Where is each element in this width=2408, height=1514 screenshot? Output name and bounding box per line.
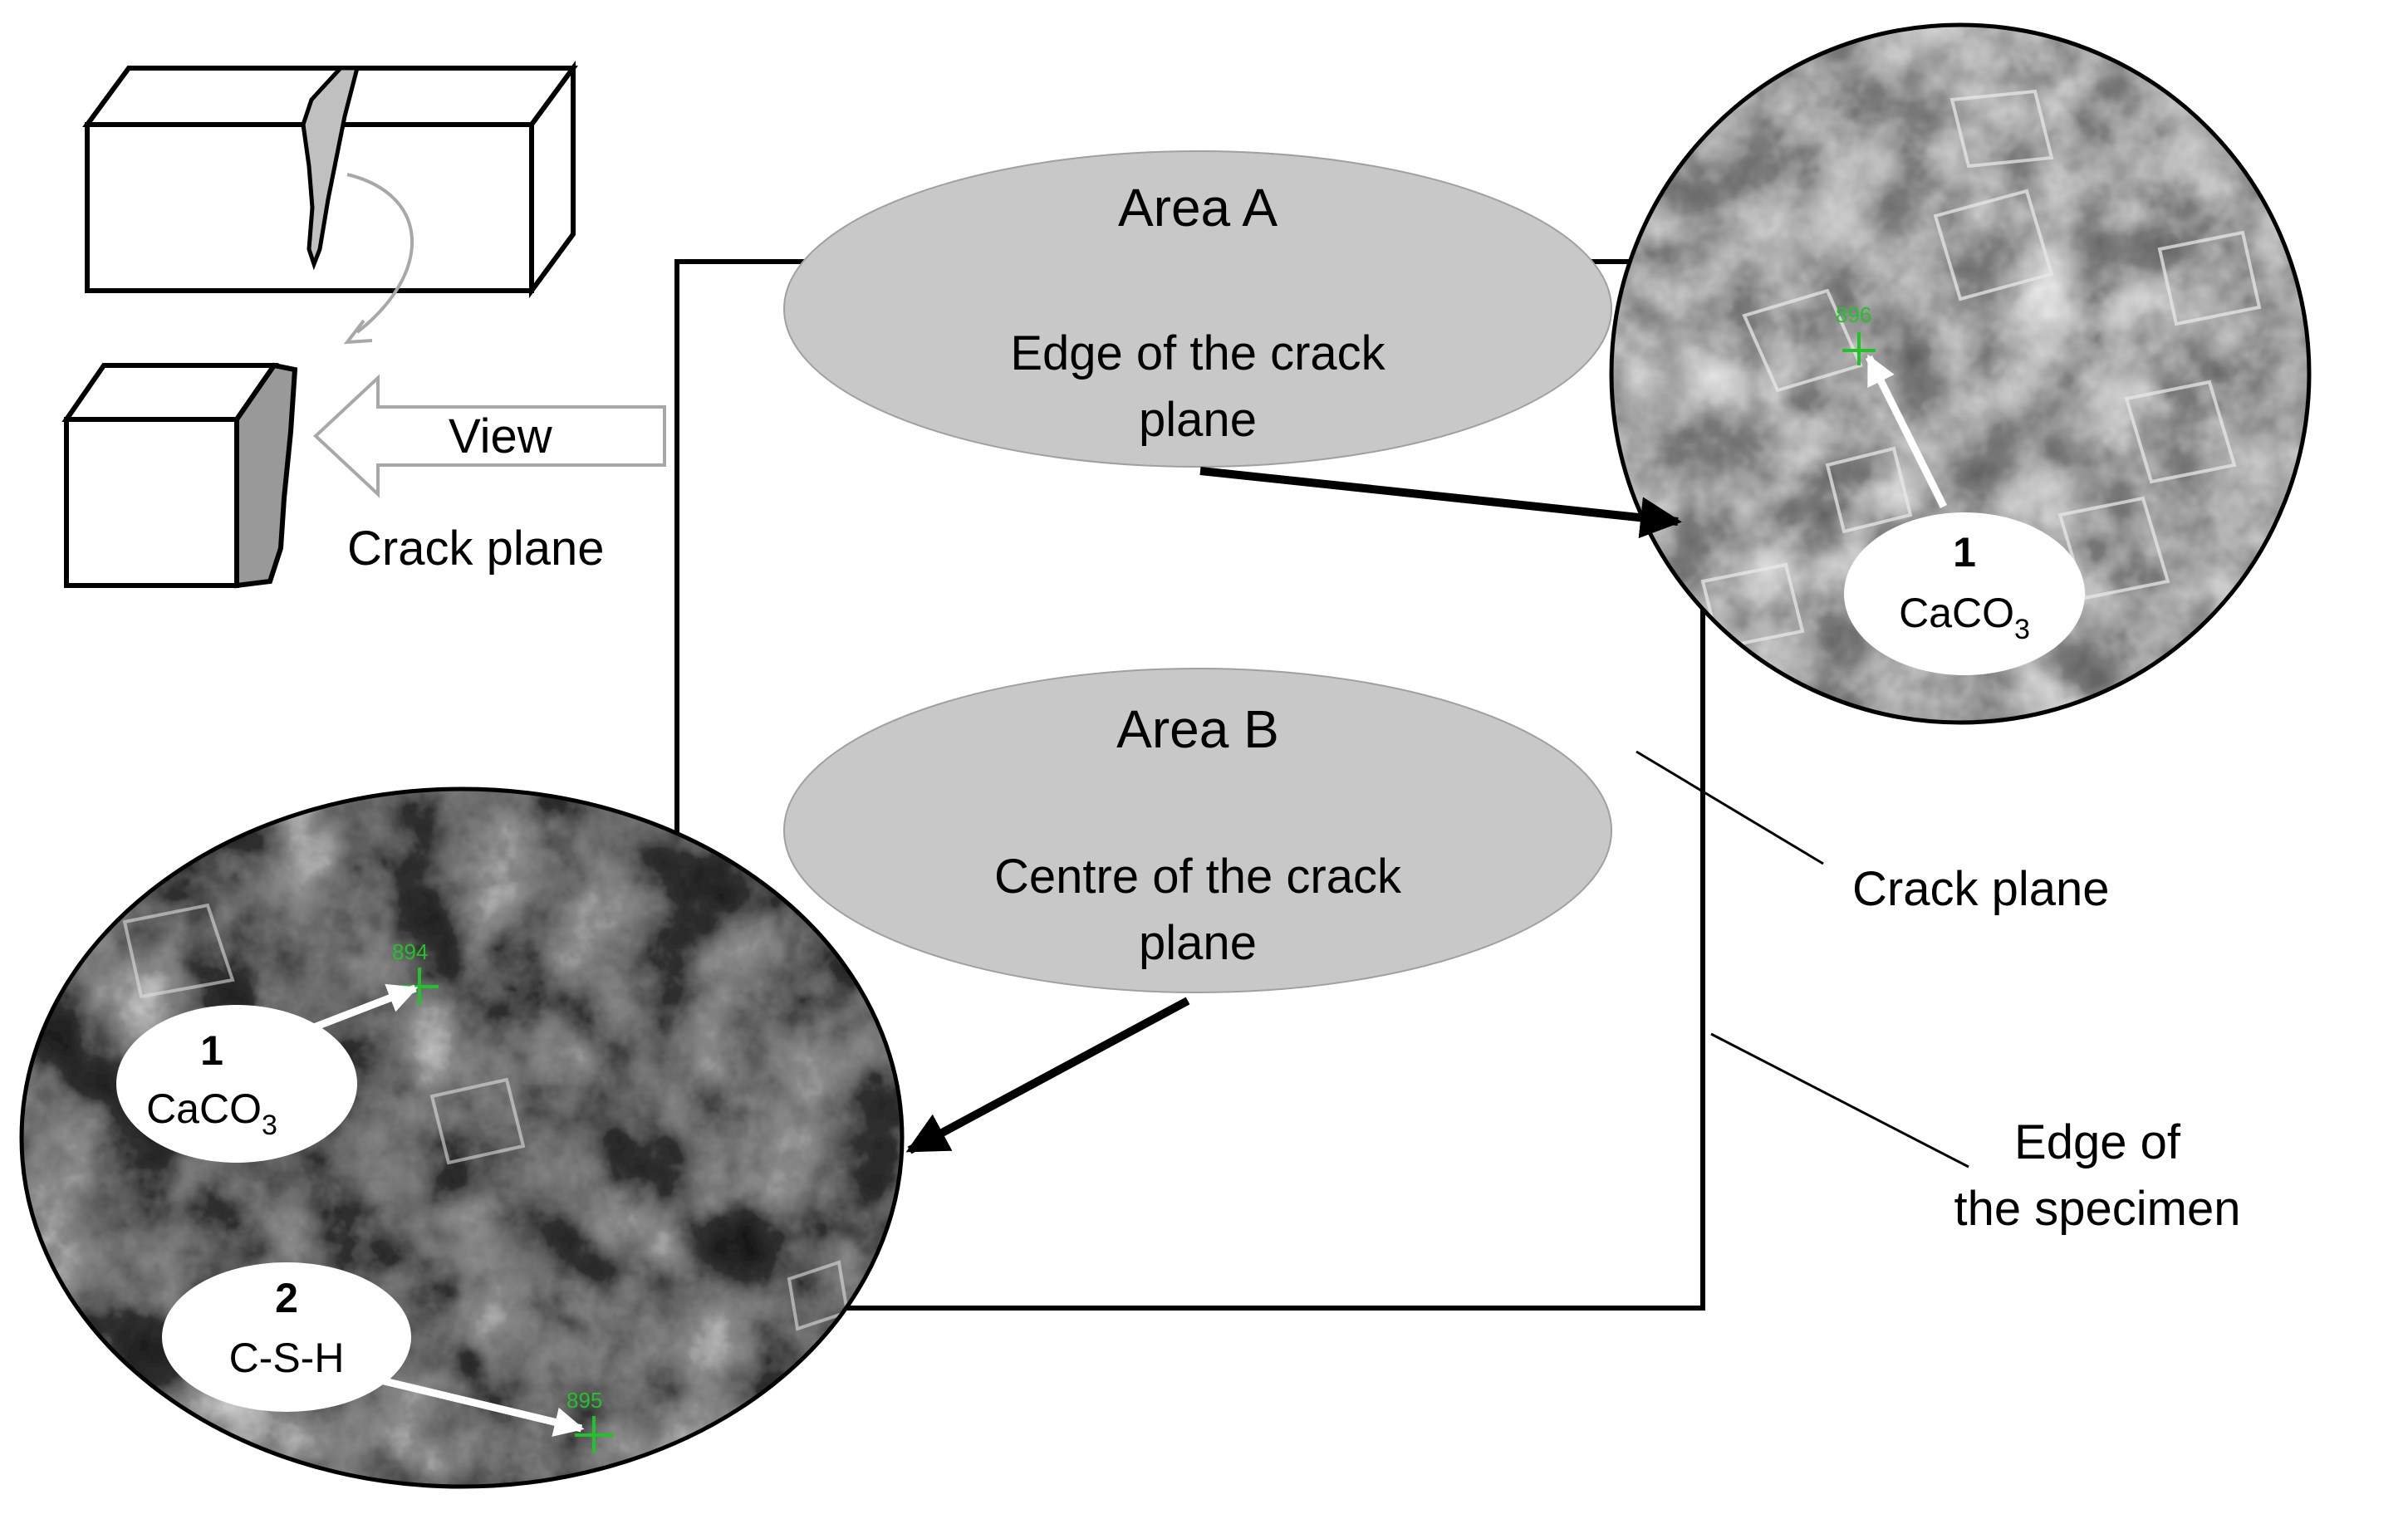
view-label: View [449,409,553,463]
sem-b-point2-label: C-S-H [229,1335,345,1381]
sem-a-marker-label: 896 [1836,302,1871,327]
curved-arrow-icon [346,173,414,334]
area-a-to-image-arrow [1199,467,1682,539]
marker-crosshair-icon [1842,332,1876,365]
edge-leader-line [1710,1032,1969,1169]
sem-b-point1-number: 1 [200,1027,223,1074]
sem-a-point1-formula: CaCO3 [1899,590,2030,645]
sem-image-area-a: 896 1 CaCO3 [1609,22,2312,725]
area-a: Area A Edge of the crack plane [783,150,1612,468]
crack-icon [301,66,360,271]
sem-b-marker2-label: 895 [566,1388,602,1413]
crack-plane-leader-line [1636,750,1824,865]
sem-a-pointer-arrow [1865,354,1948,509]
area-b: Area B Centre of the crack plane [783,668,1612,993]
callout-crack-plane: Crack plane [1852,862,2109,916]
area-a-line2: plane [1139,393,1257,447]
sem-a-point1-number: 1 [1953,529,1976,576]
area-a-title: Area A [1118,178,1278,238]
sem-b-marker1-label: 894 [392,939,428,964]
sem-image-area-b: 894 895 1 CaCO3 2 C-S-H [19,786,905,1489]
callout-edge-line2: the specimen [1954,1182,2241,1236]
callout-edge-line1: Edge of [2014,1115,2181,1169]
crack-face-shape [234,362,298,589]
area-b-to-image-arrow [905,997,1190,1154]
specimen-beam-sketch [82,60,578,299]
crack-plane-label: Crack plane [347,522,604,576]
cut-specimen-sketch [61,362,298,589]
sem-b-point1-formula: CaCO3 [146,1085,277,1141]
area-a-line1: Edge of the crack [1010,326,1385,380]
area-b-line2: plane [1139,916,1257,970]
area-b-line1: Centre of the crack [994,850,1402,904]
view-arrow: View [313,374,666,498]
area-b-title: Area B [1116,699,1279,759]
sem-b-point2-number: 2 [275,1275,298,1321]
sem-b-pointer2-arrow [372,1374,585,1437]
sem-b-pointer1-arrow [306,983,419,1034]
